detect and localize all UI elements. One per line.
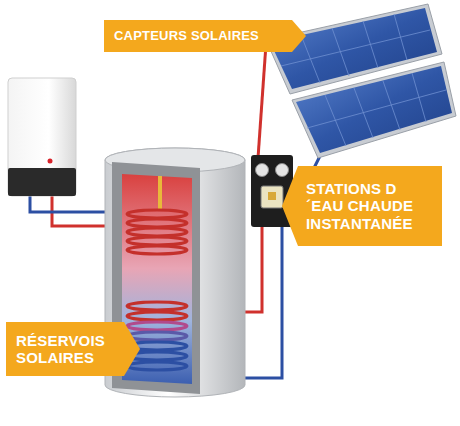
boiler-body xyxy=(8,78,76,196)
collector-panel xyxy=(296,66,452,153)
coil-turn xyxy=(127,362,187,370)
callout-tag: RÉSERVOIS SOLAIRES xyxy=(6,322,140,376)
boiler-panel xyxy=(8,168,76,196)
coil-turn xyxy=(127,332,187,340)
collector-frame xyxy=(292,62,456,158)
tag-fill xyxy=(282,166,442,246)
tag-fill xyxy=(104,20,306,52)
coil-turn xyxy=(127,246,187,254)
coil-turn xyxy=(127,302,187,310)
collector-grid xyxy=(307,73,446,146)
callout-tag: CAPTEURS SOLAIRES xyxy=(104,20,306,52)
callout-tag: STATIONS D´EAU CHAUDE INSTANTANÉE xyxy=(282,166,442,246)
lower-coil xyxy=(127,302,187,370)
coil-turn xyxy=(127,237,187,245)
boiler-indicator xyxy=(48,159,53,164)
tag-fill xyxy=(6,322,140,376)
sensor-rod xyxy=(158,176,162,210)
gauge xyxy=(256,164,269,177)
coil-turn xyxy=(127,228,187,236)
upper-coil xyxy=(127,210,187,254)
hot-pipe xyxy=(258,44,266,158)
coil-turn xyxy=(127,219,187,227)
tag-label: RÉSERVOIS SOLAIRES xyxy=(16,332,116,367)
coil-turn xyxy=(127,322,187,330)
controller-display xyxy=(268,192,276,200)
gauge xyxy=(276,164,289,177)
cold-pipe xyxy=(30,196,110,212)
tag-label: CAPTEURS SOLAIRES xyxy=(114,29,288,44)
tag-label: STATIONS D´EAU CHAUDE INSTANTANÉE xyxy=(306,180,420,232)
coil-turn xyxy=(127,312,187,320)
coil-turn xyxy=(127,210,187,218)
controller xyxy=(261,186,283,208)
